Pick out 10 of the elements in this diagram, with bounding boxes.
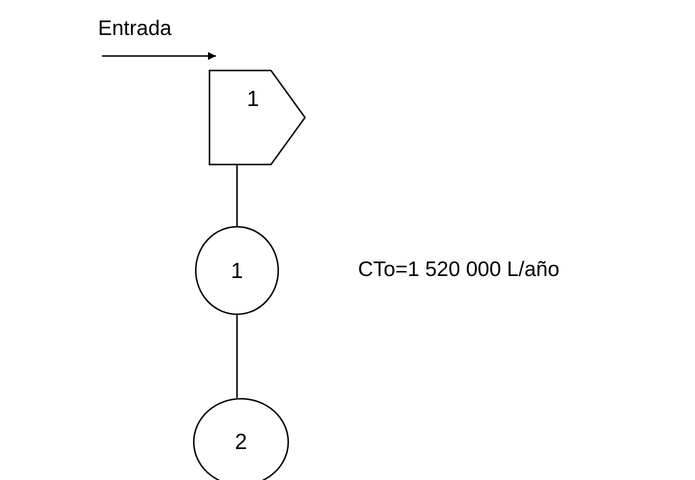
node-label: 1 [230,258,244,284]
node-label: 1 [246,86,260,112]
pentagon-box [209,70,305,165]
flow-rate-note: CTo=1 520 000 L/año [358,258,560,282]
connector-line [236,315,238,398]
circle-node [195,226,279,315]
arrow [102,52,216,60]
edge-label: Entrada [98,17,172,41]
node-label: 2 [234,429,248,455]
connector-line [236,165,238,226]
